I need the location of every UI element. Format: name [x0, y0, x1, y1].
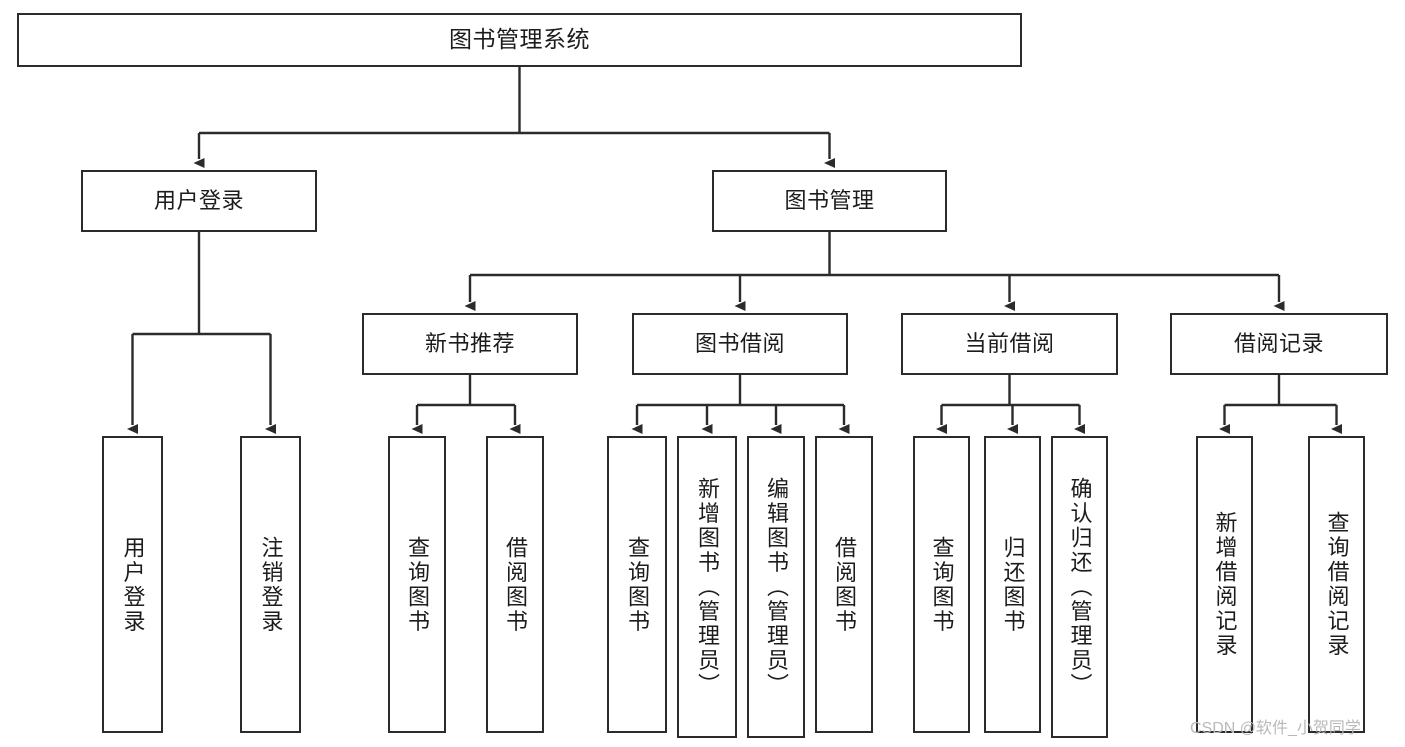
- node-label: 新增借阅记录: [1212, 511, 1238, 658]
- node-label: 确认归还（管理员）: [1067, 476, 1093, 698]
- node-leaf-query-book-2[interactable]: 查询图书: [607, 436, 667, 733]
- node-leaf-query-book-3[interactable]: 查询图书: [913, 436, 970, 733]
- node-leaf-add-record[interactable]: 新增借阅记录: [1196, 436, 1253, 733]
- node-label: 用户登录: [120, 535, 146, 634]
- node-leaf-confirm-return[interactable]: 确认归还（管理员）: [1051, 436, 1108, 738]
- node-label: 归还图书: [1000, 535, 1026, 634]
- node-user-login[interactable]: 用户登录: [81, 170, 317, 232]
- node-label: 图书管理系统: [449, 26, 590, 53]
- node-label: 新增图书（管理员）: [694, 476, 720, 698]
- node-leaf-borrow-book-1[interactable]: 借阅图书: [486, 436, 544, 733]
- edges: [127, 67, 1342, 434]
- node-leaf-return-book[interactable]: 归还图书: [984, 436, 1041, 733]
- node-label: 查询图书: [929, 535, 955, 634]
- node-current-borrow[interactable]: 当前借阅: [901, 313, 1118, 375]
- node-borrow-record[interactable]: 借阅记录: [1170, 313, 1388, 375]
- node-label: 借阅图书: [502, 535, 528, 634]
- node-leaf-logout-login[interactable]: 注销登录: [240, 436, 301, 733]
- node-label: 查询图书: [624, 535, 650, 634]
- node-label: 查询图书: [404, 535, 430, 634]
- node-root[interactable]: 图书管理系统: [17, 13, 1022, 67]
- node-leaf-user-login[interactable]: 用户登录: [102, 436, 163, 733]
- node-label: 注销登录: [258, 535, 284, 634]
- node-label: 图书借阅: [694, 331, 785, 357]
- node-leaf-query-record[interactable]: 查询借阅记录: [1308, 436, 1365, 733]
- node-label: 借阅记录: [1233, 331, 1324, 357]
- watermark: CSDN @软件_小贺同学: [1190, 720, 1361, 737]
- node-leaf-add-book[interactable]: 新增图书（管理员）: [677, 436, 737, 738]
- node-label: 新书推荐: [424, 331, 515, 357]
- node-book-manage[interactable]: 图书管理: [712, 170, 947, 232]
- node-book-borrow[interactable]: 图书借阅: [632, 313, 848, 375]
- node-leaf-query-book-1[interactable]: 查询图书: [388, 436, 446, 733]
- node-leaf-borrow-book-2[interactable]: 借阅图书: [815, 436, 873, 733]
- node-label: 查询借阅记录: [1324, 511, 1350, 658]
- node-label: 借阅图书: [831, 535, 857, 634]
- node-label: 当前借阅: [964, 331, 1055, 357]
- node-label: 编辑图书（管理员）: [763, 476, 789, 698]
- node-label: 用户登录: [153, 188, 244, 214]
- node-leaf-edit-book[interactable]: 编辑图书（管理员）: [747, 436, 805, 738]
- node-label: 图书管理: [784, 188, 875, 214]
- node-new-book-rec[interactable]: 新书推荐: [362, 313, 578, 375]
